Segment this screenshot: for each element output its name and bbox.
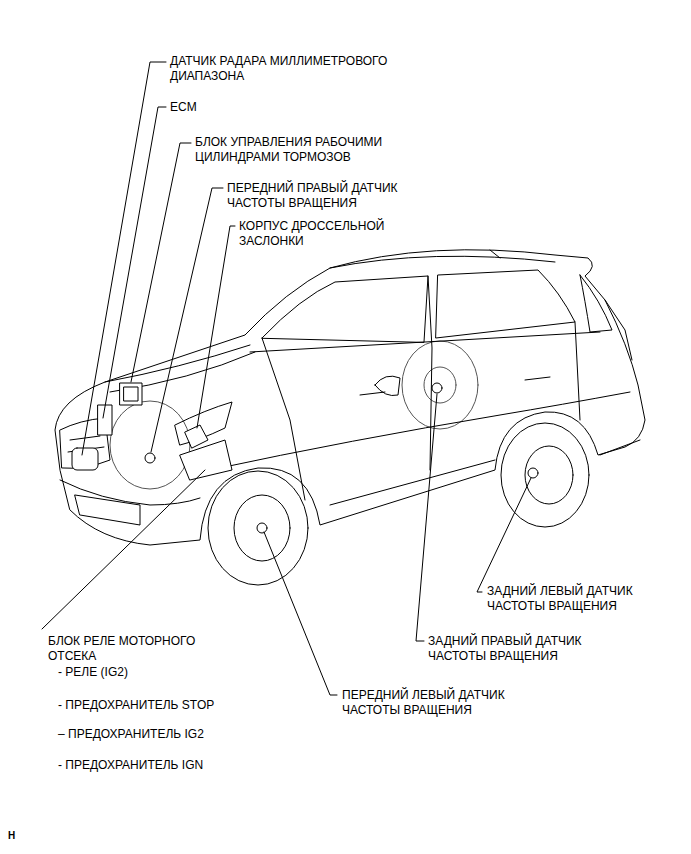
figure-code: H (8, 828, 15, 843)
part-label: БЛОК УПРАВЛЕНИЯ РАБОЧИМИ ЦИЛИНДРАМИ ТОРМ… (195, 135, 420, 165)
part-label: ДАТЧИК РАДАРА МИЛЛИМЕТРОВОГО ДИАПАЗОНА (170, 54, 435, 84)
part-label: - РЕЛЕ (IG2) (58, 665, 128, 680)
part-label: ЗАДНИЙ ПРАВЫЙ ДАТЧИК ЧАСТОТЫ ВРАЩЕНИЯ (428, 634, 623, 664)
part-label: - ПРЕДОХРАНИТЕЛЬ STOP (58, 698, 214, 713)
part-label: БЛОК РЕЛЕ МОТОРНОГО ОТСЕКА (48, 634, 233, 664)
part-label: ECM (170, 100, 197, 115)
part-label: - ПРЕДОХРАНИТЕЛЬ IGN (58, 758, 203, 773)
part-label: ПЕРЕДНИЙ ЛЕВЫЙ ДАТЧИК ЧАСТОТЫ ВРАЩЕНИЯ (342, 688, 542, 718)
part-label: ПЕРЕДНИЙ ПРАВЫЙ ДАТЧИК ЧАСТОТЫ ВРАЩЕНИЯ (227, 181, 432, 211)
part-label: КОРПУС ДРОССЕЛЬНОЙ ЗАСЛОНКИ (239, 219, 429, 249)
part-label: ЗАДНИЙ ЛЕВЫЙ ДАТЧИК ЧАСТОТЫ ВРАЩЕНИЯ (487, 584, 672, 614)
part-label: – ПРЕДОХРАНИТЕЛЬ IG2 (58, 727, 204, 742)
